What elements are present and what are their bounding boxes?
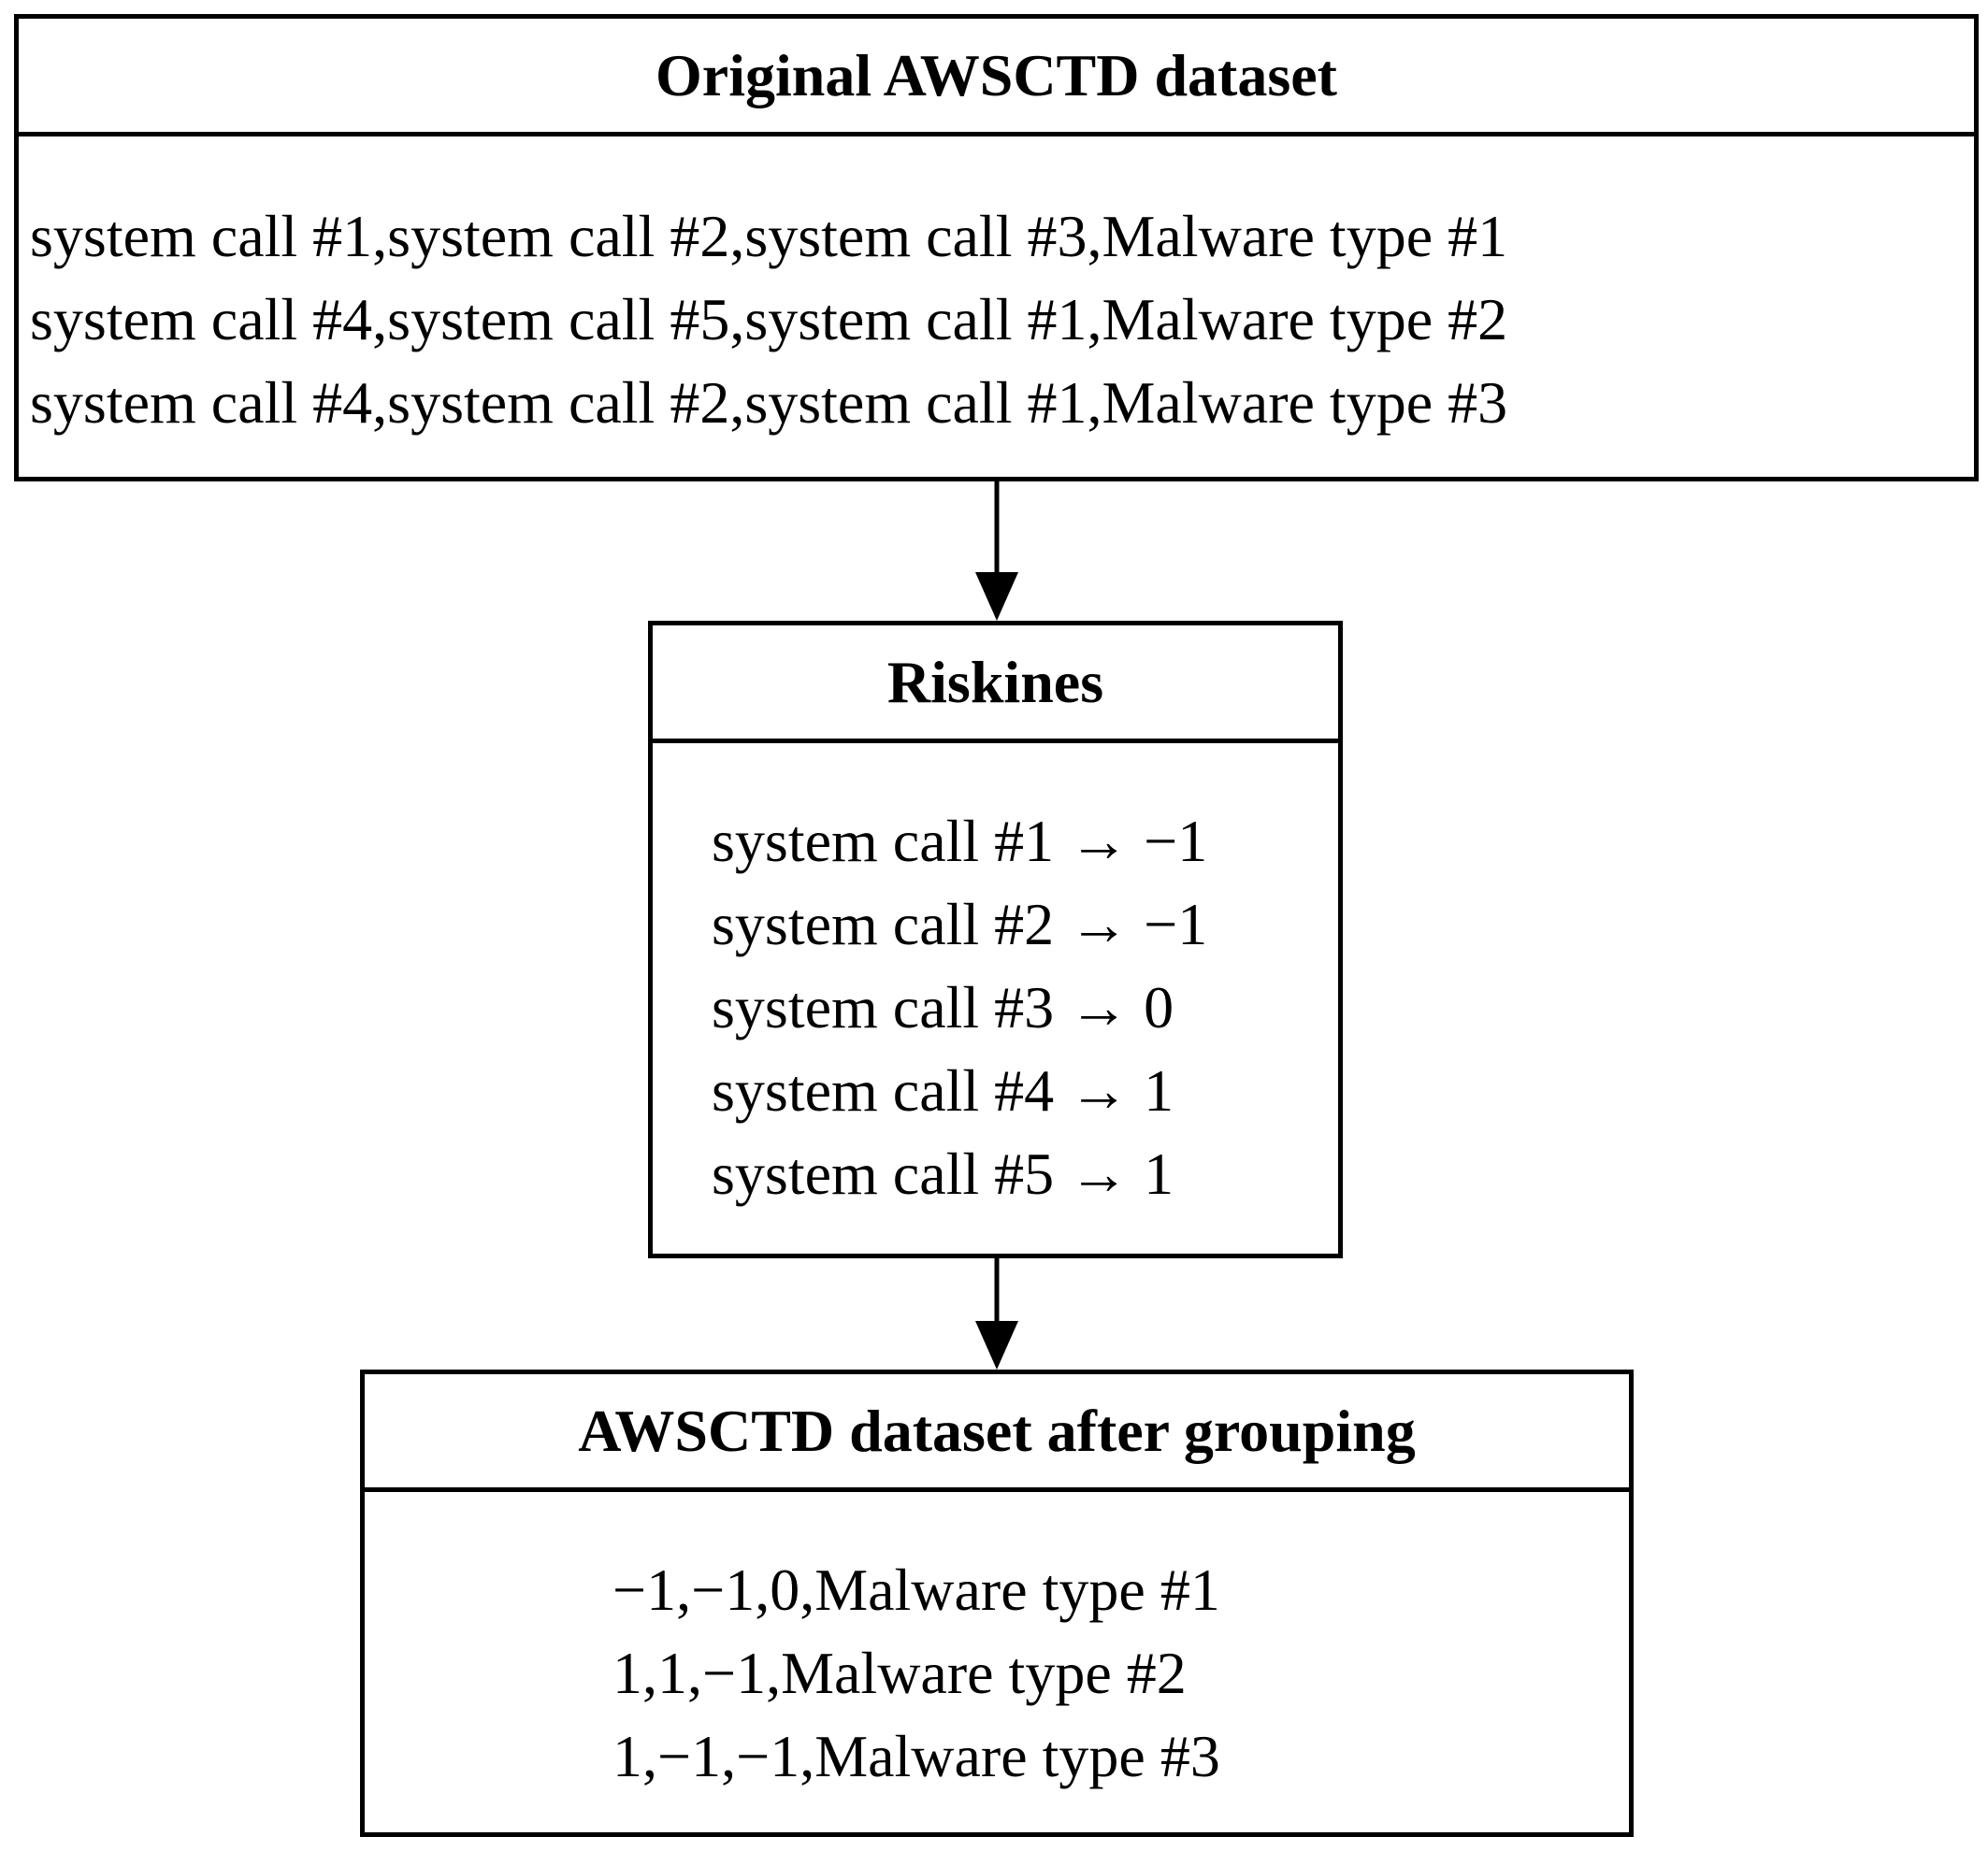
grouped-dataset-row: −1,−1,0,Malware type #1 xyxy=(612,1557,1220,1623)
riskines-mapping: system call #3 → 0 xyxy=(712,974,1174,1040)
riskines-mapping: system call #4 → 1 xyxy=(712,1057,1174,1124)
arrowhead-grouped xyxy=(975,1321,1018,1370)
original-dataset-title: Original AWSCTD dataset xyxy=(19,19,1974,136)
grouped-dataset-box: AWSCTD dataset after grouping −1,−1,0,Ma… xyxy=(360,1370,1634,1837)
original-dataset-rows: system call #1,system call #2,system cal… xyxy=(19,136,1974,444)
original-dataset-row: system call #4,system call #2,system cal… xyxy=(30,369,1508,436)
riskines-box: Riskines system call #1 → −1 system call… xyxy=(648,621,1343,1258)
riskines-mapping: system call #2 → −1 xyxy=(712,891,1208,957)
riskines-title: Riskines xyxy=(653,625,1338,743)
arrowhead-riskines xyxy=(975,572,1018,621)
riskines-mappings: system call #1 → −1 system call #2 → −1 … xyxy=(653,743,1338,1215)
grouped-dataset-rows: −1,−1,0,Malware type #1 1,1,−1,Malware t… xyxy=(365,1492,1629,1798)
grouped-dataset-row: 1,1,−1,Malware type #2 xyxy=(612,1640,1187,1706)
riskines-mapping: system call #1 → −1 xyxy=(712,808,1208,874)
riskines-mapping: system call #5 → 1 xyxy=(712,1141,1174,1207)
original-dataset-row: system call #4,system call #5,system cal… xyxy=(30,286,1508,352)
grouped-dataset-row: 1,−1,−1,Malware type #3 xyxy=(612,1723,1220,1789)
grouped-dataset-title: AWSCTD dataset after grouping xyxy=(365,1374,1629,1492)
original-dataset-box: Original AWSCTD dataset system call #1,s… xyxy=(14,14,1979,481)
original-dataset-row: system call #1,system call #2,system cal… xyxy=(30,203,1508,269)
